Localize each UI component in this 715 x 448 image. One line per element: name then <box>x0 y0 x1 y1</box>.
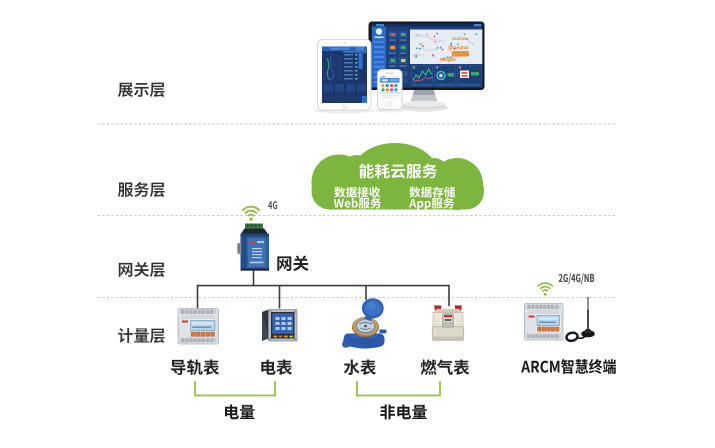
svg-text:Shanghai: Shanghai <box>448 45 469 50</box>
svg-text:Ningbo: Ningbo <box>440 57 456 62</box>
svg-text:Suzhou: Suzhou <box>452 36 469 41</box>
